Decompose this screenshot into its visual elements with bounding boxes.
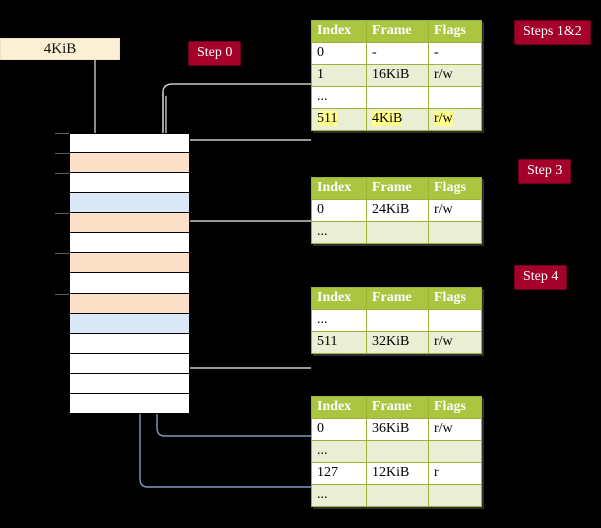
memory-tick <box>55 293 69 295</box>
table-row: ... <box>311 440 482 463</box>
table-cell: ... <box>311 440 367 463</box>
table-cell <box>366 309 429 332</box>
table-cell: 4KiB <box>366 108 429 131</box>
table-cell <box>428 484 482 507</box>
table-cell: 511 <box>311 331 367 354</box>
memory-row <box>69 273 190 294</box>
highlighted-value: r/w <box>434 111 453 126</box>
table-cell: ... <box>311 309 367 332</box>
memory-row <box>69 233 190 254</box>
step-label-step0: Step 0 <box>188 41 242 66</box>
highlighted-value: 4KiB <box>372 111 403 126</box>
column-header-index: Index <box>311 396 367 419</box>
memory-row <box>69 313 190 334</box>
table-cell: r/w <box>428 108 482 131</box>
memory-row <box>69 293 190 314</box>
column-header-index: Index <box>311 177 367 200</box>
table-cell: 0 <box>311 418 367 441</box>
physical-memory-column <box>69 133 190 414</box>
table-cell <box>366 440 429 463</box>
table-cell: 16KiB <box>366 64 429 87</box>
table-row: 0-- <box>311 42 482 65</box>
step-label-step4: Step 4 <box>514 265 568 290</box>
table-cell <box>366 86 429 109</box>
table-cell: 0 <box>311 199 367 222</box>
table-cell <box>428 86 482 109</box>
table-cell: r <box>428 462 482 485</box>
column-header-index: Index <box>311 287 367 310</box>
table-cell: ... <box>311 221 367 244</box>
table-cell: 12KiB <box>366 462 429 485</box>
table-cell: 1 <box>311 64 367 87</box>
memory-tick <box>55 153 69 155</box>
table-row: ... <box>311 221 482 244</box>
table-cell: r/w <box>428 418 482 441</box>
memory-tick <box>55 173 69 175</box>
memory-row <box>69 133 190 154</box>
table-cell: ... <box>311 484 367 507</box>
table-cell: r/w <box>428 331 482 354</box>
table-cell <box>366 484 429 507</box>
memory-tick <box>55 253 69 255</box>
memory-row <box>69 373 190 394</box>
column-header-flags: Flags <box>428 177 482 200</box>
table-cell: 127 <box>311 462 367 485</box>
table-cell: 36KiB <box>366 418 429 441</box>
table-cell: ... <box>311 86 367 109</box>
table-cell <box>428 221 482 244</box>
memory-row <box>69 353 190 374</box>
memory-row <box>69 253 190 274</box>
table-cell: r/w <box>428 199 482 222</box>
column-header-flags: Flags <box>428 20 482 43</box>
memory-tick <box>55 133 69 134</box>
column-header-frame: Frame <box>366 20 429 43</box>
table-row: 511 4KiB r/w <box>311 108 482 131</box>
memory-row <box>69 193 190 214</box>
highlighted-value: 511 <box>317 111 338 126</box>
table-cell: r/w <box>428 64 482 87</box>
memory-row <box>69 393 190 414</box>
table-cell: 24KiB <box>366 199 429 222</box>
memory-tick <box>55 213 69 215</box>
step-label-step3: Step 3 <box>518 159 572 184</box>
table-cell: - <box>366 42 429 65</box>
table-cell: 511 <box>311 108 367 131</box>
column-header-frame: Frame <box>366 287 429 310</box>
source-frame-box: 4KiB <box>0 38 120 60</box>
memory-row <box>69 153 190 174</box>
column-header-index: Index <box>311 20 367 43</box>
table-cell <box>366 221 429 244</box>
table-row: ... <box>311 309 482 332</box>
memory-row <box>69 173 190 194</box>
table-cell <box>428 440 482 463</box>
source-frame-label: 4KiB <box>43 40 77 57</box>
column-header-frame: Frame <box>366 396 429 419</box>
table-cell: - <box>428 42 482 65</box>
column-header-flags: Flags <box>428 396 482 419</box>
column-header-flags: Flags <box>428 287 482 310</box>
column-header-frame: Frame <box>366 177 429 200</box>
table-row: ... <box>311 484 482 507</box>
table-row: ... <box>311 86 482 109</box>
table-cell: 0 <box>311 42 367 65</box>
memory-row <box>69 333 190 354</box>
table-cell: 32KiB <box>366 331 429 354</box>
step-label-steps-1-and-2: Steps 1&2 <box>514 20 591 45</box>
memory-row <box>69 213 190 234</box>
table-cell <box>428 309 482 332</box>
